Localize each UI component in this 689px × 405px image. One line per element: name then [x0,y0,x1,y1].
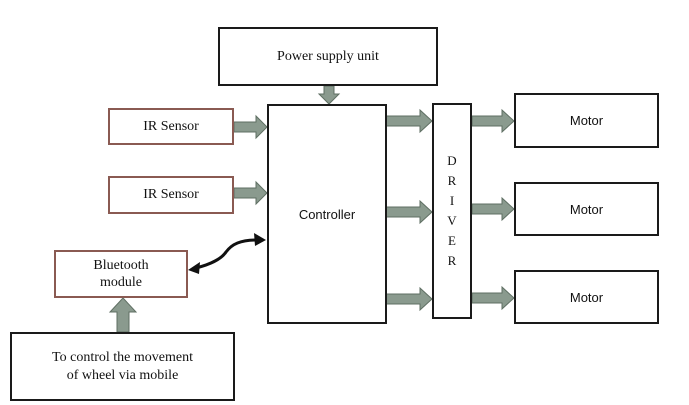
arrow-controller-to-driver-2 [385,199,433,225]
arrowhead-to-bluetooth [188,262,200,274]
driver-letter: D [447,153,457,168]
driver-block: D R I V E R [432,103,472,319]
power-supply-label: Power supply unit [277,48,379,64]
driver-letter: V [447,213,457,228]
arrow-mobile-to-bluetooth [108,297,138,333]
controller-block: Controller [267,104,387,324]
bluetooth-module-block: Bluetooth module [54,250,188,298]
mobile-control-block: To control the movement of wheel via mob… [10,332,235,401]
driver-letter: R [447,173,457,188]
arrow-power-to-controller [317,85,341,105]
motor-label-2: Motor [569,201,604,217]
arrowhead-to-controller [254,233,266,246]
motor-block-2: Motor [514,182,659,236]
motor-block-1: Motor [514,93,659,148]
arrow-driver-to-motor-2 [471,196,515,222]
driver-letter: I [449,193,455,208]
mobile-label-line2: of wheel via mobile [66,367,179,383]
arrow-controller-to-driver-3 [385,286,433,312]
motor-block-3: Motor [514,270,659,324]
mobile-label-line1: To control the movement [52,350,193,365]
bluetooth-label-line1: Bluetooth [93,257,149,273]
arrow-ir1-to-controller [233,114,268,140]
ir-sensor-label-1: IR Sensor [143,118,199,134]
bluetooth-label-line2: module [100,275,142,290]
driver-letter: E [448,233,456,248]
arrow-driver-to-motor-3 [471,285,515,311]
ir-sensor-block-2: IR Sensor [108,176,234,214]
power-supply-block: Power supply unit [218,27,438,86]
controller-label: Controller [298,206,356,222]
ir-sensor-block-1: IR Sensor [108,108,234,145]
motor-label-3: Motor [569,289,604,305]
driver-letter: R [447,253,457,268]
link-bluetooth-controller [195,238,259,270]
motor-label-1: Motor [569,113,604,128]
arrow-driver-to-motor-1 [471,108,515,134]
arrow-controller-to-driver-1 [385,108,433,134]
arrow-ir2-to-controller [233,180,268,206]
ir-sensor-label-2: IR Sensor [143,187,199,203]
